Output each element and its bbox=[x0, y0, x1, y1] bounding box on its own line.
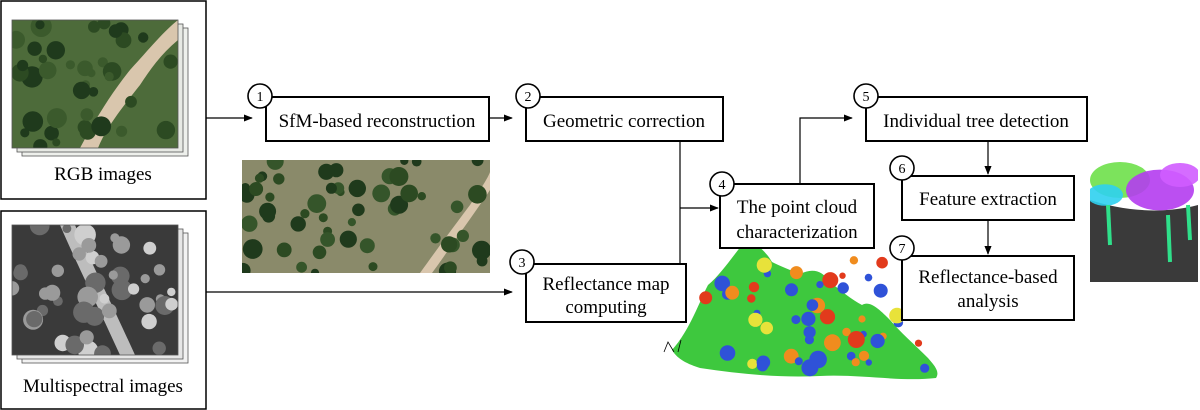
step-1-number-badge: 1 bbox=[247, 83, 273, 109]
step-2-label: Geometric correction bbox=[543, 111, 705, 132]
step-1-box bbox=[265, 96, 490, 142]
svg-text:2: 2 bbox=[525, 90, 532, 105]
step-6-label: Feature extraction bbox=[919, 189, 1057, 210]
connectors bbox=[206, 114, 992, 296]
reflectance-point-cloud-image bbox=[663, 242, 938, 380]
arrow-step4-to-step5 bbox=[799, 114, 853, 184]
svg-text:4: 4 bbox=[719, 178, 726, 193]
step-3-box bbox=[525, 263, 687, 323]
multispectral-image-stack-icon bbox=[11, 224, 189, 364]
svg-text:7: 7 bbox=[899, 242, 906, 257]
segmented-trees-point-cloud-image bbox=[1090, 156, 1198, 282]
step-5-label: Individual tree detection bbox=[883, 111, 1069, 132]
step-2-box bbox=[525, 96, 724, 142]
rgb-images-caption: RGB images bbox=[54, 164, 152, 185]
step-4-box bbox=[719, 183, 875, 249]
step-6-box bbox=[901, 175, 1075, 221]
svg-text:3: 3 bbox=[519, 256, 526, 271]
orthophoto-image bbox=[242, 160, 490, 273]
step-4-label-line-1: The point cloud bbox=[737, 197, 858, 218]
step-6-number-badge: 6 bbox=[889, 155, 915, 181]
svg-text:1: 1 bbox=[257, 90, 264, 105]
rgb-input-frame bbox=[0, 0, 207, 200]
step-3-label-line-1: Reflectance map bbox=[542, 274, 669, 295]
multispectral-input-frame bbox=[0, 210, 207, 410]
step-1-label: SfM-based reconstruction bbox=[279, 111, 476, 132]
step-7-number-badge: 7 bbox=[889, 235, 915, 261]
step-3-label-line-2: computing bbox=[565, 297, 647, 318]
step-7-label-line-1: Reflectance-based bbox=[918, 267, 1058, 288]
step-2-number-badge: 2 bbox=[515, 83, 541, 109]
svg-text:5: 5 bbox=[863, 90, 870, 105]
step-5-box bbox=[865, 96, 1088, 142]
step-7-label-line-2: analysis bbox=[957, 291, 1018, 312]
step-7-box bbox=[901, 255, 1075, 321]
multispectral-images-caption: Multispectral images bbox=[23, 376, 183, 397]
step-5-number-badge: 5 bbox=[853, 83, 879, 109]
step-3-number-badge: 3 bbox=[509, 249, 535, 275]
rgb-image-stack-icon bbox=[11, 19, 189, 157]
step-4-label-line-2: characterization bbox=[736, 222, 858, 243]
step-4-number-badge: 4 bbox=[709, 171, 735, 197]
svg-text:6: 6 bbox=[899, 162, 906, 177]
